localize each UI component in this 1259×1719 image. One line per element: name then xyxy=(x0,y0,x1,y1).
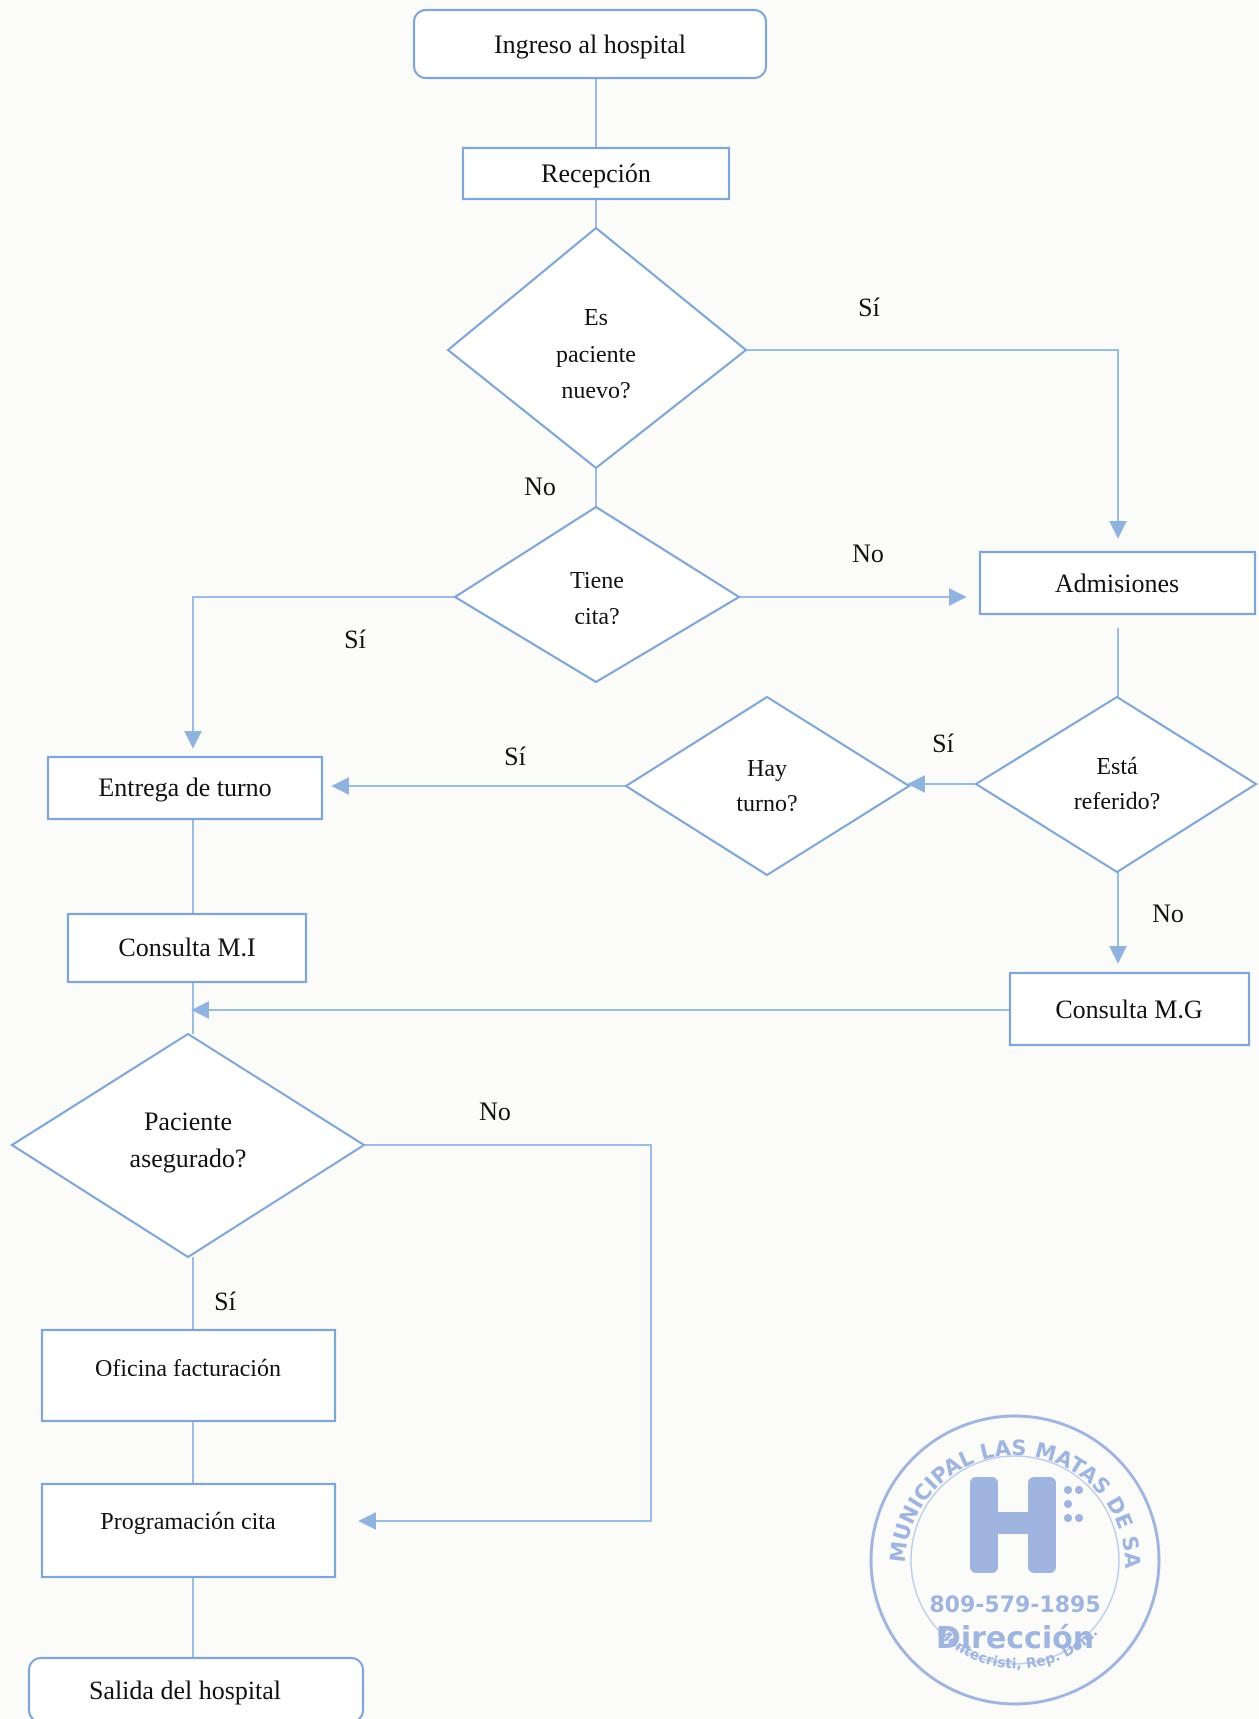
decision-hay-turno: Hay turno? xyxy=(623,695,912,877)
edge-labels: Sí No No Sí Sí Sí No No Sí xyxy=(214,293,1184,1316)
node-admisiones-label: Admisiones xyxy=(1055,569,1179,598)
decision-paciente-asegurado-line1: Paciente xyxy=(144,1107,232,1136)
decision-paciente-nuevo-line3: nuevo? xyxy=(561,378,630,404)
node-entrega-turno: Entrega de turno xyxy=(46,755,324,821)
node-consulta-mi-label: Consulta M.I xyxy=(118,933,255,962)
node-consulta-mg-label: Consulta M.G xyxy=(1055,995,1202,1024)
stamp-office: Dirección xyxy=(936,1621,1094,1656)
label-referido-si: Sí xyxy=(932,729,954,758)
node-recepcion-label: Recepción xyxy=(541,159,651,188)
label-nuevo-si: Sí xyxy=(858,293,880,322)
node-consulta-mg: Consulta M.G xyxy=(1008,971,1251,1047)
decision-esta-referido-line2: referido? xyxy=(1074,789,1161,815)
label-asegurado-si: Sí xyxy=(214,1287,236,1316)
decision-tiene-cita: Tiene cita? xyxy=(452,505,742,684)
node-programacion-cita: Programación cita xyxy=(40,1482,337,1579)
node-recepcion: Recepción xyxy=(461,146,731,201)
node-salida: Salida del hospital xyxy=(27,1656,365,1719)
decision-tiene-cita-line2: cita? xyxy=(574,604,619,630)
node-ingreso-label: Ingreso al hospital xyxy=(494,30,686,59)
decision-esta-referido: Está referido? xyxy=(973,695,1259,874)
decision-esta-referido-line1: Está xyxy=(1096,754,1138,780)
label-cita-si: Sí xyxy=(344,625,366,654)
node-salida-label: Salida del hospital xyxy=(89,1676,281,1705)
node-oficina-facturacion-label: Oficina facturación xyxy=(95,1356,281,1382)
node-admisiones: Admisiones xyxy=(978,550,1257,616)
edge-asegurado-no-programacion xyxy=(358,1144,652,1530)
decision-paciente-asegurado: Paciente asegurado? xyxy=(9,1032,367,1259)
edge-cita-si-entrega xyxy=(184,596,455,749)
edge-nuevo-si-admisiones xyxy=(746,349,1127,539)
label-asegurado-no: No xyxy=(479,1097,511,1126)
decision-paciente-nuevo-line1: Es xyxy=(584,305,608,331)
decision-paciente-nuevo-line2: paciente xyxy=(556,342,636,368)
label-referido-no: No xyxy=(1152,899,1184,928)
decision-paciente-asegurado-line2: asegurado? xyxy=(130,1144,247,1173)
label-turno-si: Sí xyxy=(504,742,526,771)
node-consulta-mi: Consulta M.I xyxy=(66,912,308,984)
connectors xyxy=(184,78,1127,1658)
label-nuevo-no: No xyxy=(524,472,556,501)
decision-hay-turno-line2: turno? xyxy=(736,791,797,817)
decision-hay-turno-line1: Hay xyxy=(747,756,787,782)
decision-tiene-cita-line1: Tiene xyxy=(570,568,624,594)
node-oficina-facturacion: Oficina facturación xyxy=(40,1328,337,1423)
label-cita-no: No xyxy=(852,539,884,568)
node-programacion-cita-label: Programación cita xyxy=(100,1509,276,1535)
node-ingreso: Ingreso al hospital xyxy=(412,8,768,80)
node-entrega-turno-label: Entrega de turno xyxy=(98,773,271,802)
decision-paciente-nuevo: Es paciente nuevo? xyxy=(446,226,748,470)
stamp-logo-h-icon xyxy=(970,1477,1083,1573)
stamp-phone: 809-579-1895 xyxy=(929,1593,1100,1618)
